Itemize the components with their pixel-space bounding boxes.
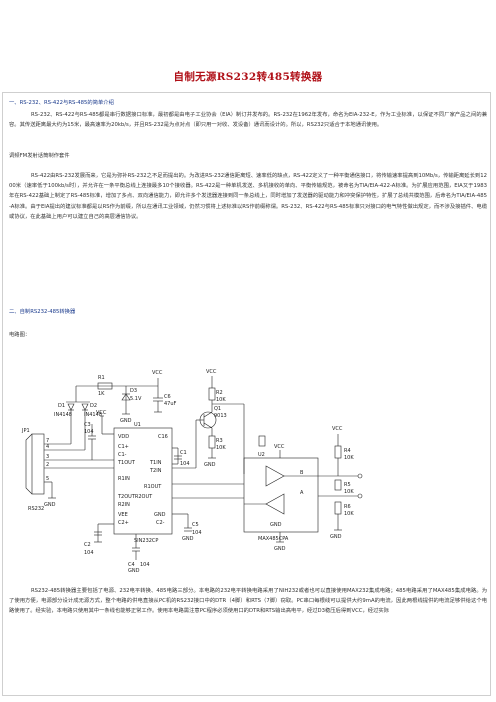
label-pin-vdd: VDD bbox=[118, 434, 129, 440]
label-c6v: 47uF bbox=[164, 401, 177, 407]
label-pin-t2out: T2OUTR2OUT bbox=[117, 494, 153, 500]
label-pin-gnd-u2: GND bbox=[270, 522, 282, 528]
label-r4v: 10K bbox=[344, 455, 354, 461]
label-c5v: 104 bbox=[192, 530, 202, 536]
label-pin-c1p: C1+ bbox=[118, 444, 129, 450]
label-vcc-q1: VCC bbox=[206, 369, 217, 375]
label-q1: Q1 bbox=[214, 406, 221, 412]
label-gnd-db9: GND bbox=[44, 502, 56, 508]
label-pin-c2n: C2- bbox=[156, 520, 165, 526]
label-gnd-c4: GND bbox=[128, 568, 140, 574]
label-vcc-r4: VCC bbox=[332, 426, 343, 432]
section2-paragraph: RS232-485转换器主要包括了电源、232电平转换、485电路三部分。本电路… bbox=[9, 588, 487, 615]
label-gnd-u2: GND bbox=[274, 546, 286, 552]
label-u2n: MAX485CPA bbox=[258, 536, 289, 542]
label-d2n: IN4148 bbox=[84, 412, 102, 418]
label-c4: C4 bbox=[128, 562, 135, 568]
label-c1: C1 bbox=[180, 450, 187, 456]
label-c3v: 104 bbox=[84, 429, 94, 435]
label-r3v: 10K bbox=[216, 445, 226, 451]
label-r3: R3 bbox=[216, 438, 223, 444]
label-d3v: 5.1V bbox=[130, 396, 142, 402]
label-d1n: IN4148 bbox=[54, 412, 72, 418]
label-u2: U2 bbox=[258, 452, 265, 458]
page-title: 自制无源RS232转485转换器 bbox=[173, 71, 323, 83]
label-r2v: 10K bbox=[216, 397, 226, 403]
label-u1n: SIN232CP bbox=[134, 538, 158, 544]
label-r5v: 10K bbox=[344, 489, 354, 495]
circuit-schematic: R1 1K VCC D1 D2 IN4148 IN4148 D3 5.1V C6… bbox=[21, 369, 363, 574]
section1-heading: 一、RS-232、RS-422与RS-485的简单介绍 bbox=[9, 100, 114, 106]
promo-link[interactable]: 调频FM发射话筒制作套件 bbox=[9, 153, 70, 159]
label-pin-r1out: R1OUT bbox=[144, 484, 162, 490]
label-c5: C5 bbox=[192, 522, 199, 528]
label-r4: R4 bbox=[344, 448, 351, 454]
article-frame bbox=[2, 92, 491, 696]
diagram-caption: 电路图： bbox=[9, 332, 31, 338]
label-pin-a: A bbox=[300, 490, 304, 496]
label-r6: R6 bbox=[344, 504, 351, 510]
section2-heading: 二、自制RS232-485转换器 bbox=[9, 309, 76, 315]
label-n3: 3 bbox=[46, 454, 49, 460]
label-pin-t1in: T1IN bbox=[149, 460, 162, 466]
label-pin-c16: C16 bbox=[158, 434, 168, 440]
label-r1v: 1K bbox=[98, 391, 105, 397]
label-d1: D1 bbox=[58, 403, 65, 409]
label-pin-t2in: T2IN bbox=[149, 468, 162, 474]
label-gnd-r6: GND bbox=[330, 534, 342, 540]
label-c3: C3 bbox=[84, 422, 91, 428]
label-n2: 2 bbox=[46, 462, 49, 468]
label-pin-r1in: R1IN bbox=[118, 476, 130, 482]
label-c4v: 104 bbox=[140, 562, 150, 568]
label-pin-t1out: T1OUT bbox=[117, 460, 136, 466]
section1-paragraph-1: RS-232、RS-422与RS-485都是串行数据接口标准，最初都是由电子工业… bbox=[9, 112, 487, 129]
label-r2: R2 bbox=[216, 390, 223, 396]
label-r5: R5 bbox=[344, 482, 351, 488]
label-c2v: 104 bbox=[84, 550, 94, 556]
label-db9: RS232 bbox=[28, 506, 44, 512]
label-d3: D3 bbox=[130, 388, 137, 394]
label-r6v: 10K bbox=[344, 511, 354, 517]
label-gnd-d3: GND bbox=[120, 418, 132, 424]
label-vcc-u1: VCC bbox=[96, 410, 107, 416]
label-vcc-top: VCC bbox=[152, 370, 163, 376]
label-c2: C2 bbox=[84, 542, 91, 548]
label-c6: C6 bbox=[164, 394, 171, 400]
label-pin-gnd-u1: GND bbox=[154, 512, 166, 518]
label-n4: 4 bbox=[46, 444, 49, 450]
label-vcc-u2: VCC bbox=[274, 444, 285, 450]
label-pin-r2in: R2IN bbox=[118, 502, 130, 508]
label-n5: 5 bbox=[46, 476, 49, 482]
label-d2: D2 bbox=[90, 403, 97, 409]
label-gnd-c5: GND bbox=[182, 536, 194, 542]
label-n7: 7 bbox=[46, 438, 49, 444]
label-u1: U1 bbox=[134, 422, 141, 428]
label-jp1: JP1 bbox=[21, 428, 30, 434]
label-pin-b: B bbox=[300, 470, 304, 476]
label-gnd-r3: GND bbox=[204, 462, 216, 468]
section1-paragraph-2: RS-422由RS-232发展而来，它是为弥补RS-232之不足而提出的。为改进… bbox=[9, 173, 487, 220]
label-q1n: 9013 bbox=[214, 413, 227, 419]
label-pin-c2p: C2+ bbox=[118, 520, 129, 526]
label-c1v: 104 bbox=[180, 461, 190, 467]
label-r1: R1 bbox=[98, 375, 105, 381]
label-pin-c1n: C1- bbox=[118, 452, 127, 458]
label-pin-vee: VEE bbox=[118, 512, 128, 518]
